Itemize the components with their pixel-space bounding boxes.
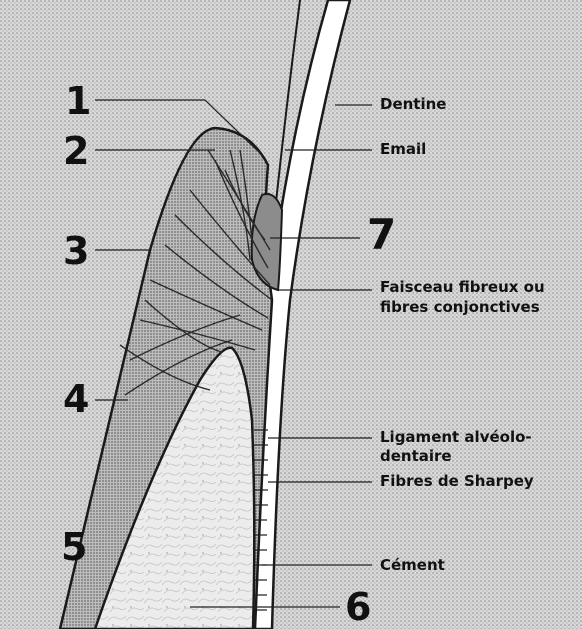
label-faisceau-line1: Faisceau fibreux ou <box>380 278 545 296</box>
callout-number-1: 1 <box>65 82 91 120</box>
callout-number-6: 6 <box>345 588 371 626</box>
label-dentine: Dentine <box>380 95 446 113</box>
label-cement: Cément <box>380 556 445 574</box>
label-email: Email <box>380 140 426 158</box>
callout-number-4: 4 <box>63 380 89 418</box>
label-ligament-line2: dentaire <box>380 447 452 465</box>
label-ligament-line1: Ligament alvéolo- <box>380 428 532 446</box>
callout-number-7: 7 <box>367 214 396 256</box>
callout-number-3: 3 <box>63 232 89 270</box>
callout-number-2: 2 <box>63 132 89 170</box>
label-faisceau-line2: fibres conjonctives <box>380 298 540 316</box>
callout-number-5: 5 <box>61 528 87 566</box>
label-sharpey: Fibres de Sharpey <box>380 472 534 490</box>
